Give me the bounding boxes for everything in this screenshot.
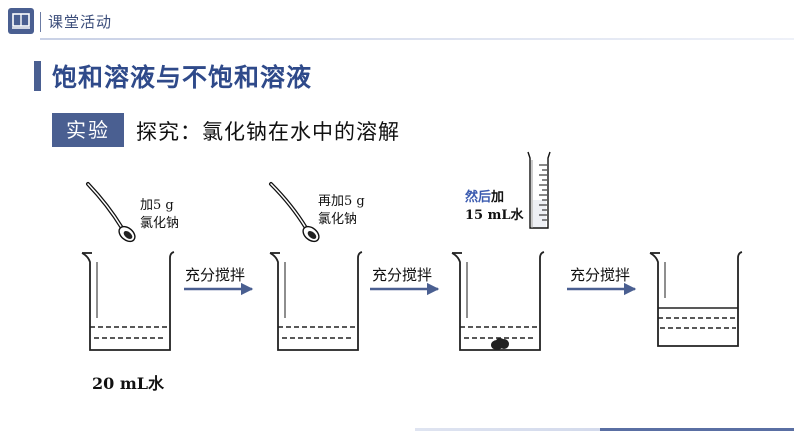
- step3-water: 15 mL水: [465, 208, 524, 223]
- beaker-icon: [451, 251, 545, 351]
- stir-label-1: 充分搅拌: [185, 266, 246, 284]
- step2-amount: 再加5 g: [318, 194, 365, 209]
- header-underline: [40, 38, 794, 40]
- title-accent-bar: [34, 61, 41, 91]
- spoon-icon: [86, 182, 136, 243]
- beaker-icon: [81, 251, 175, 351]
- footer-accent-line: [600, 428, 794, 431]
- step3-label: 然后加 15 mL水: [465, 189, 524, 225]
- step1-label: 加5 g 氯化钠: [140, 197, 179, 233]
- page-title: 饱和溶液与不饱和溶液: [52, 63, 313, 92]
- header-separator: [40, 12, 41, 32]
- step2-label: 再加5 g 氯化钠: [318, 193, 365, 229]
- stir-label-2: 充分搅拌: [372, 266, 433, 284]
- undissolved-solid: [491, 338, 509, 350]
- section-label: 课堂活动: [48, 13, 113, 31]
- stir-label-3: 充分搅拌: [570, 266, 631, 284]
- experiment-badge: 实验: [52, 113, 124, 147]
- step1-substance: 氯化钠: [140, 216, 180, 231]
- experiment-description: 探究：氯化钠在水中的溶解: [136, 120, 400, 144]
- spoon-icon: [269, 182, 320, 243]
- initial-water-label: 20 mL水: [92, 374, 165, 393]
- beaker-icon: [269, 251, 363, 351]
- step1-amount: 加5 g: [140, 198, 174, 213]
- header-bar: 课堂活动: [0, 0, 794, 44]
- beaker-icon: [649, 251, 743, 347]
- book-icon: [8, 8, 34, 34]
- graduated-cylinder-icon: [527, 151, 551, 229]
- step3-suffix: 加: [491, 190, 505, 205]
- step2-substance: 氯化钠: [318, 212, 358, 227]
- step3-prefix: 然后: [465, 190, 492, 205]
